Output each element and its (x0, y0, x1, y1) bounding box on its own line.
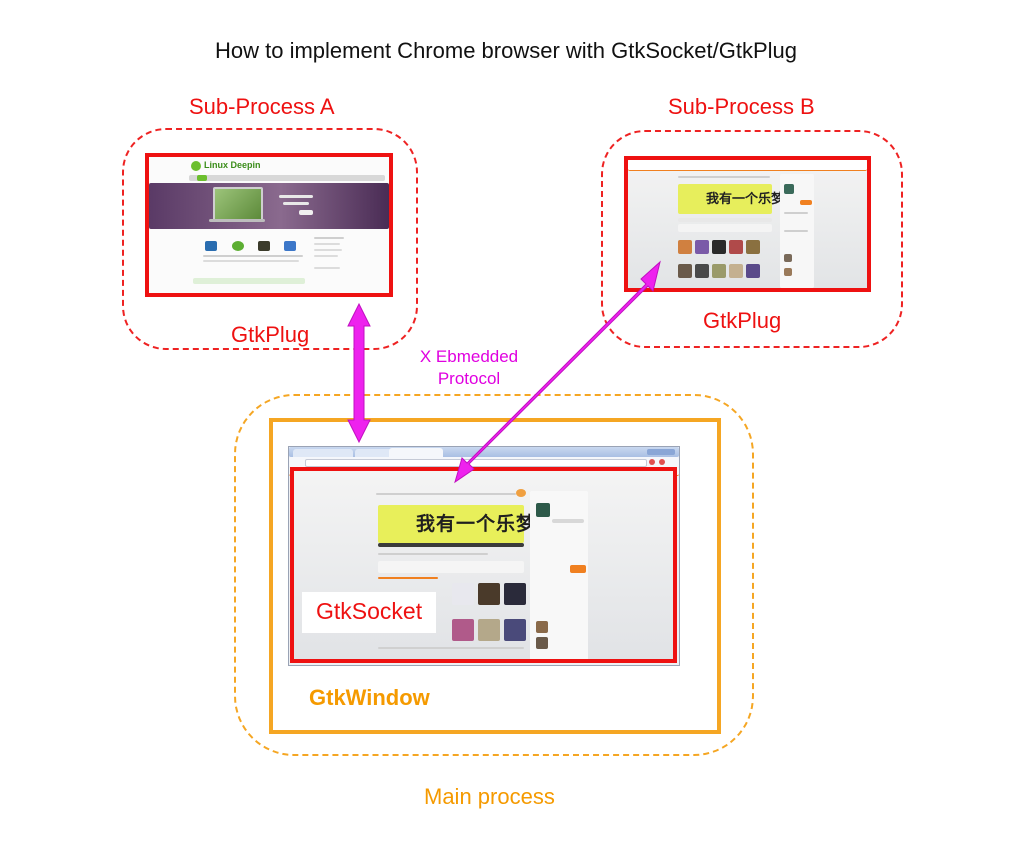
chrome-extension-icon (659, 459, 665, 465)
gtkwindow-label: GtkWindow (309, 685, 430, 710)
douban-photo (678, 264, 692, 278)
deepin-feature-icon (284, 241, 296, 251)
deepin-hero-text (283, 202, 309, 205)
douban-photo (729, 264, 743, 278)
socket-photo (504, 583, 526, 605)
gtkwindow-frame (269, 418, 721, 734)
chrome-omnibox (305, 459, 647, 467)
socket-banner-strip (378, 543, 524, 547)
douban-photo (746, 240, 760, 254)
deepin-feature-text (203, 260, 299, 262)
socket-banner (378, 505, 524, 543)
protocol-label-line1: X Ebmedded (419, 347, 519, 366)
deepin-news-text (314, 249, 342, 251)
chrome-tab (355, 449, 395, 457)
socket-photo (452, 619, 474, 641)
protocol-label: X Ebmedded Protocol (404, 346, 534, 390)
douban-banner-text: 我有一个乐梦 (706, 191, 785, 206)
deepin-logo-icon (191, 161, 201, 171)
socket-section-title (378, 577, 438, 579)
douban-avatar (784, 184, 794, 194)
sub-process-a-plug-frame: Linux Deepin (145, 153, 393, 297)
deepin-feature-text (203, 255, 303, 257)
douban-photo (746, 264, 760, 278)
douban-screenshot: 我有一个乐梦 (628, 160, 867, 288)
socket-sidebar-text (552, 519, 584, 523)
chrome-tab-strip (289, 447, 679, 457)
socket-photo (504, 619, 526, 641)
socket-sidebar-button (570, 565, 586, 573)
socket-action-row (378, 561, 524, 573)
socket-sidebar-avatar (536, 637, 548, 649)
sub-process-b-boundary (601, 130, 903, 348)
main-process-label: Main process (424, 784, 555, 809)
deepin-nav-bar (189, 175, 385, 181)
arrow-a-socket (347, 302, 371, 444)
gtksocket-label: GtkSocket (302, 592, 437, 633)
douban-photo (729, 240, 743, 254)
socket-sidebar-avatar (536, 621, 548, 633)
sub-process-b-plug-frame: 我有一个乐梦 (624, 156, 871, 292)
deepin-site-logo: Linux Deepin (204, 160, 261, 170)
douban-sidebar-avatar (784, 254, 792, 262)
main-process-boundary (234, 394, 754, 756)
chrome-tab-active (389, 448, 443, 457)
douban-photo (712, 240, 726, 254)
douban-banner (678, 184, 772, 214)
socket-photo (478, 619, 500, 641)
douban-photo (678, 240, 692, 254)
douban-photo (695, 264, 709, 278)
deepin-news-text (314, 267, 340, 269)
douban-photo (712, 264, 726, 278)
linux-deepin-screenshot: Linux Deepin (149, 157, 389, 293)
douban-tabs (678, 224, 772, 232)
socket-info-text (378, 553, 488, 555)
deepin-hero-banner (149, 183, 389, 229)
douban-sidebar-button (800, 200, 812, 205)
chrome-window-controls (647, 449, 675, 455)
deepin-hero-text (279, 195, 313, 198)
chrome-extension-icon (649, 459, 655, 465)
deepin-feature-icon (205, 241, 217, 251)
douban-breadcrumb (678, 176, 770, 178)
deepin-news-text (314, 243, 340, 245)
douban-sidebar-text (784, 212, 808, 214)
diagram-title: How to implement Chrome browser with Gtk… (215, 38, 797, 63)
douban-sidebar-avatar (784, 268, 792, 276)
socket-banner-text: 我有一个乐梦 (416, 514, 537, 535)
socket-photo (452, 583, 474, 605)
socket-page-badge (516, 489, 526, 497)
sub-process-a-gtkplug-label: GtkPlug (231, 322, 310, 347)
deepin-feature-icon (232, 241, 244, 251)
sub-process-a-boundary (122, 128, 418, 350)
deepin-news-text (314, 255, 338, 257)
deepin-feature-icon (258, 241, 270, 251)
douban-sidebar-text (784, 230, 808, 232)
deepin-hero-button (299, 210, 313, 215)
socket-caption (378, 647, 524, 649)
douban-top-bar (628, 160, 867, 171)
sub-process-a-label: Sub-Process A (189, 94, 335, 119)
protocol-label-line2: Protocol (437, 369, 501, 388)
deepin-footer-bar (193, 278, 305, 284)
deepin-news-text (314, 237, 344, 239)
socket-sidebar-avatar (536, 503, 550, 517)
socket-page-breadcrumb (376, 493, 516, 495)
douban-photo (695, 240, 709, 254)
deepin-nav-active (197, 175, 207, 181)
socket-photo (478, 583, 500, 605)
arrow-b-socket (454, 260, 661, 484)
deepin-laptop-base (209, 219, 265, 222)
sub-process-b-gtkplug-label: GtkPlug (703, 308, 782, 333)
chrome-tab (293, 449, 353, 457)
douban-info-bar (678, 218, 772, 222)
sub-process-b-label: Sub-Process B (668, 94, 815, 119)
